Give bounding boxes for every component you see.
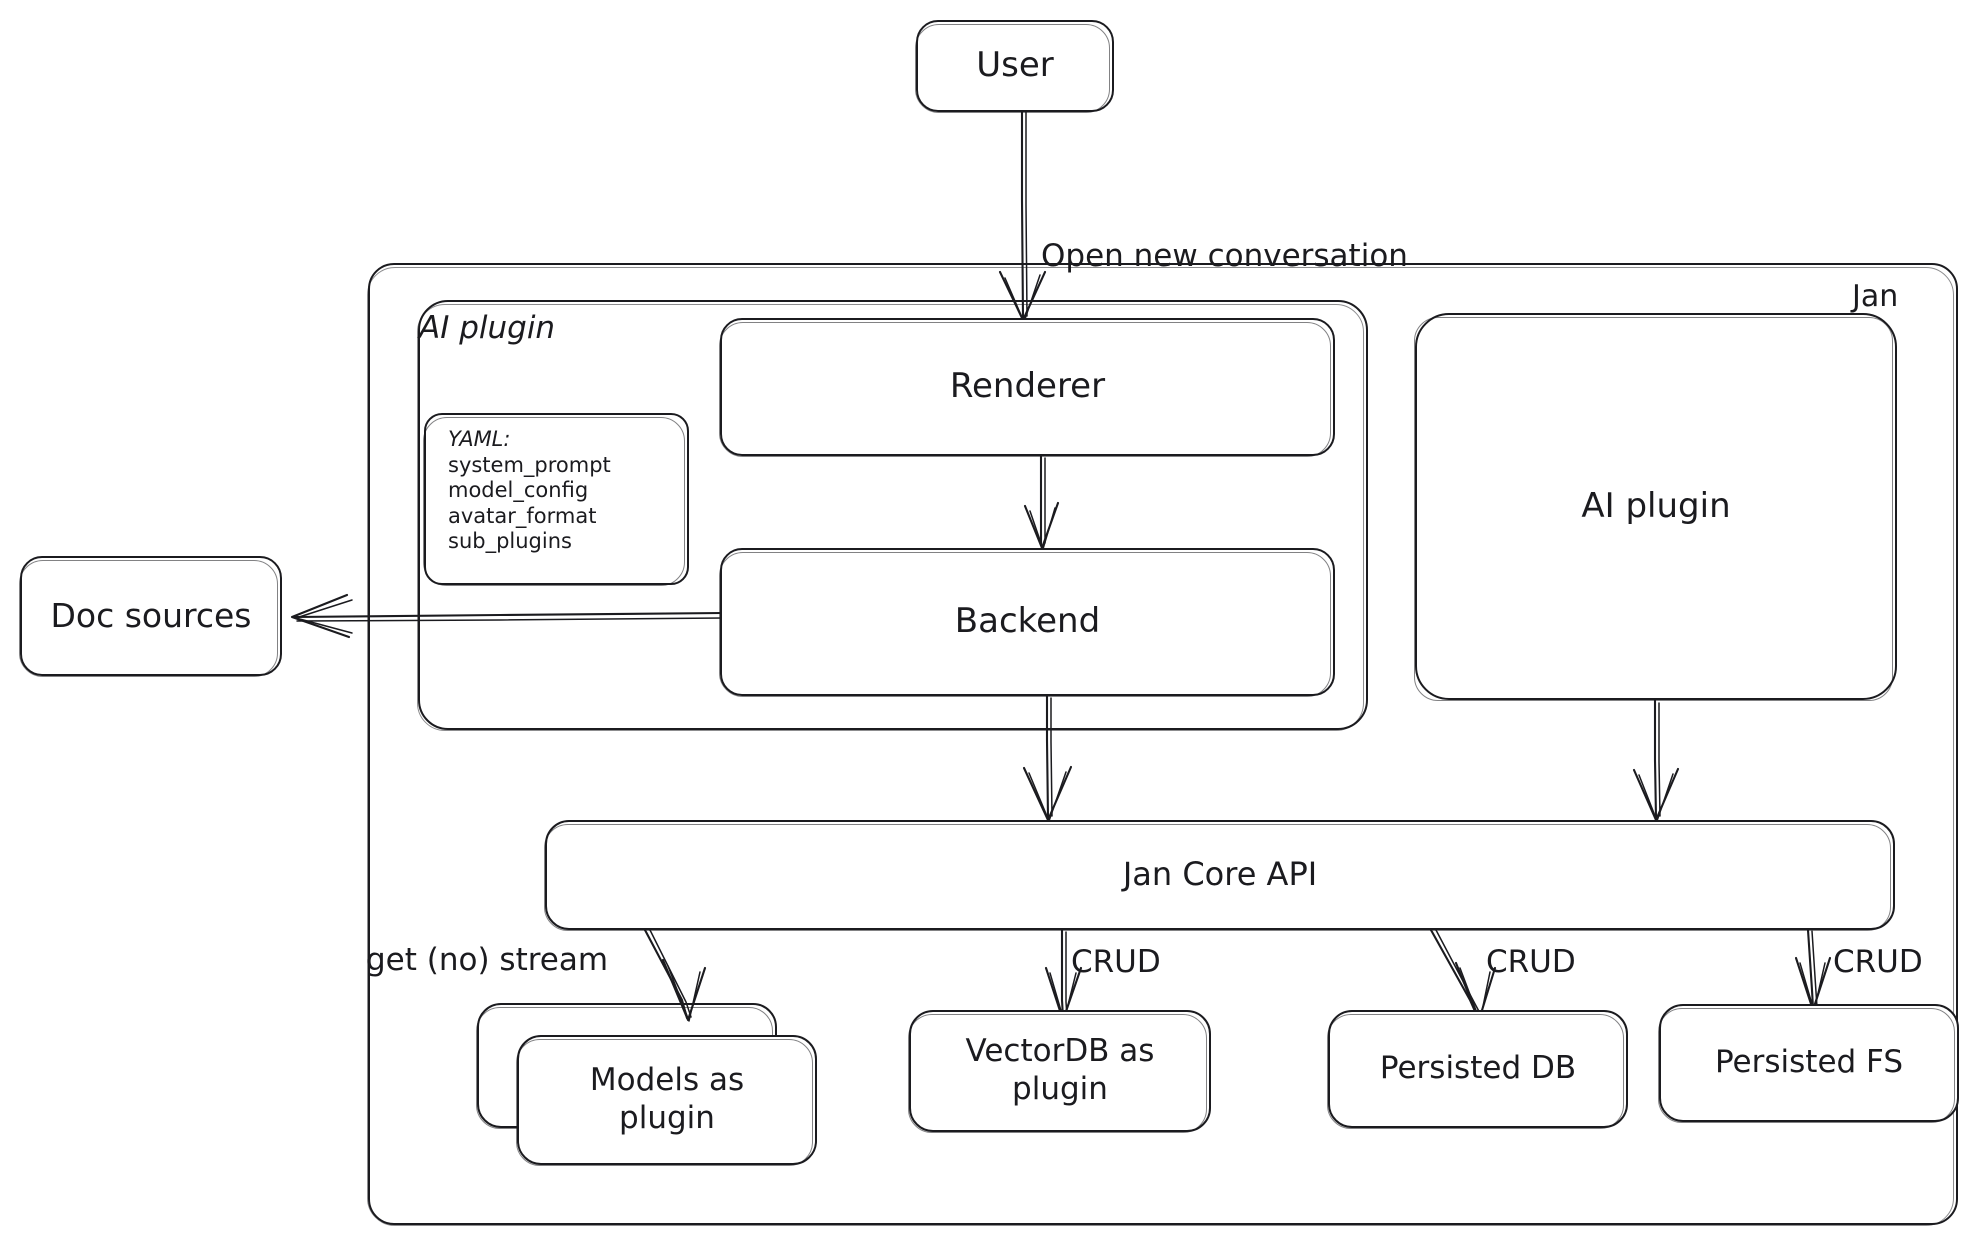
node-doc-sources-label: Doc sources — [50, 595, 252, 635]
node-renderer-label: Renderer — [949, 366, 1106, 407]
node-backend-label: Backend — [954, 601, 1101, 642]
node-vectordb-plugin-line1: VectorDB as — [965, 1033, 1155, 1070]
container-jan-label: Jan — [1852, 279, 1899, 314]
edge-label-core-to-persisted-fs: CRUD — [1833, 944, 1923, 980]
node-doc-sources[interactable]: Doc sources — [19, 556, 282, 677]
node-persisted-db[interactable]: Persisted DB — [1327, 1010, 1628, 1129]
node-models-plugin-line1: Models as — [589, 1062, 745, 1099]
yaml-line-3: sub_plugins — [448, 529, 572, 554]
node-vectordb-plugin-line2: plugin — [1012, 1071, 1108, 1107]
node-jan-core-api[interactable]: Jan Core API — [544, 820, 1895, 931]
node-vectordb-plugin[interactable]: VectorDB as plugin — [908, 1010, 1211, 1133]
node-persisted-fs[interactable]: Persisted FS — [1658, 1004, 1959, 1123]
edge-label-core-to-persisted-db: CRUD — [1486, 944, 1576, 980]
yaml-line-2: avatar_format — [448, 503, 597, 528]
yaml-line-0: system_prompt — [448, 452, 611, 477]
node-jan-core-api-label: Jan Core API — [1122, 855, 1318, 894]
node-backend[interactable]: Backend — [719, 548, 1335, 697]
node-user-label: User — [976, 45, 1054, 86]
container-ai-plugin-group-label: AI plugin — [419, 310, 556, 346]
yaml-line-1: model_config — [448, 478, 589, 503]
node-ai-plugin[interactable]: AI plugin — [1414, 313, 1897, 701]
node-models-plugin[interactable]: Models as plugin — [516, 1035, 817, 1166]
yaml-heading: YAML: — [448, 427, 511, 451]
node-renderer[interactable]: Renderer — [719, 318, 1335, 457]
node-persisted-db-label: Persisted DB — [1379, 1050, 1577, 1087]
node-ai-plugin-label: AI plugin — [1581, 485, 1731, 526]
node-persisted-fs-label: Persisted FS — [1714, 1044, 1904, 1081]
node-models-plugin-line2: plugin — [619, 1100, 715, 1136]
edge-label-core-to-models: get (no) stream — [366, 942, 609, 978]
edge-label-core-to-vectordb: CRUD — [1071, 944, 1161, 980]
node-user[interactable]: User — [915, 20, 1114, 113]
node-yaml-config[interactable]: YAML: system_prompt model_config avatar_… — [423, 413, 689, 586]
edge-label-line1: Open new conversation — [1041, 237, 1408, 274]
